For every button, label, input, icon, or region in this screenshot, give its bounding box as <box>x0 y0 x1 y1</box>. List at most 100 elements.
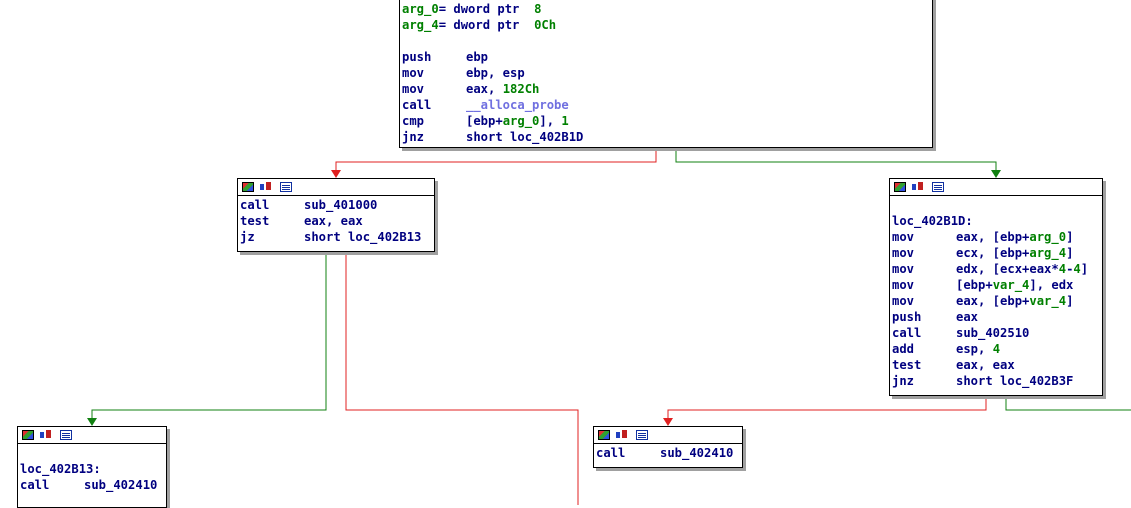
instruction-operand: ebp <box>466 50 489 64</box>
instruction-mnemonic: mov <box>402 66 425 80</box>
edge-false-right-to-bottom-mid <box>667 396 987 420</box>
numeric-constant: 182Ch <box>502 82 540 96</box>
node-bottom-left[interactable]: loc_402B13:call sub_402410 <box>17 426 167 508</box>
instruction-mnemonic: call <box>402 98 432 112</box>
instruction-operand: eax, eax <box>956 358 1015 372</box>
rename-icon[interactable] <box>260 182 272 192</box>
local-var-line: arg_0= dword ptr 8 <box>402 1 932 17</box>
instruction-mnemonic: test <box>240 214 270 228</box>
instruction-mnemonic: cmp <box>402 114 425 128</box>
graph-color-icon[interactable] <box>242 182 254 192</box>
instruction-line[interactable]: push eax <box>892 309 1102 325</box>
edge-false-entry-to-left <box>335 148 657 172</box>
listing-icon[interactable] <box>636 430 648 440</box>
instruction-mnemonic: push <box>402 50 432 64</box>
node-header <box>18 427 166 444</box>
rename-icon[interactable] <box>616 430 628 440</box>
instruction-operand: ], <box>539 114 562 128</box>
rename-icon[interactable] <box>912 182 924 192</box>
listing-icon[interactable] <box>932 182 944 192</box>
instruction-line[interactable]: cmp[ebp+arg_0], 1 <box>402 113 932 129</box>
instruction-operand: eax, eax <box>304 214 363 228</box>
variable-reference: arg_4 <box>1029 246 1067 260</box>
instruction-mnemonic: test <box>892 358 922 372</box>
node-header <box>594 427 742 444</box>
instruction-operand: sub_402510 <box>956 326 1030 340</box>
instruction-operand: sub_401000 <box>304 198 378 212</box>
instruction-line[interactable]: mov ebp, esp <box>402 65 932 81</box>
instruction-operand: [ebp+ <box>466 114 503 128</box>
instruction-operand: ] <box>1066 230 1074 244</box>
instruction-line[interactable]: mov eax, 182Ch <box>402 81 932 97</box>
node-header <box>890 179 1102 196</box>
instruction-line[interactable]: call sub_402510 <box>892 325 1102 341</box>
instruction-mnemonic: mov <box>402 82 425 96</box>
instruction-line[interactable]: call__alloca_probe <box>402 97 932 113</box>
instruction-operand: short loc_402B1D <box>466 130 584 144</box>
listing-icon[interactable] <box>60 430 72 440</box>
instruction-mnemonic: jnz <box>402 130 425 144</box>
graph-color-icon[interactable] <box>894 182 906 192</box>
numeric-constant: 4 <box>1073 262 1081 276</box>
instruction-operand: eax <box>956 310 979 324</box>
instruction-line[interactable]: jnz short loc_402B1D <box>402 129 932 145</box>
code-label[interactable]: loc_402B13: <box>20 461 166 477</box>
edge-false-left-down <box>345 252 579 505</box>
edge-arrowhead <box>663 418 673 426</box>
instruction-mnemonic: call <box>596 446 626 460</box>
instruction-line[interactable]: test eax, eax <box>892 357 1102 373</box>
edge-arrowhead <box>331 170 341 178</box>
instruction-line[interactable]: mov[ebp+var_4], edx <box>892 277 1102 293</box>
blank-line <box>892 197 1102 213</box>
local-var-offset: 8 <box>534 2 542 16</box>
code-label[interactable]: loc_402B1D: <box>892 213 1102 229</box>
edge-true-right-offscreen <box>1005 396 1131 411</box>
instruction-operand: esp, <box>956 342 993 356</box>
local-var-type: = dword ptr <box>438 2 535 16</box>
instruction-operand: ebp, esp <box>466 66 525 80</box>
instruction-line[interactable]: add esp, 4 <box>892 341 1102 357</box>
instruction-line[interactable]: call sub_401000 <box>240 197 434 213</box>
instruction-operand: ] <box>1066 246 1074 260</box>
instruction-mnemonic: push <box>892 310 922 324</box>
numeric-constant: 4 <box>992 342 1001 356</box>
instruction-mnemonic: call <box>240 198 270 212</box>
instruction-line[interactable]: call sub_402410 <box>20 477 166 493</box>
instruction-mnemonic: call <box>20 478 50 492</box>
instruction-mnemonic: call <box>892 326 922 340</box>
edge-arrowhead <box>991 170 1001 178</box>
instruction-operand: sub_402410 <box>84 478 158 492</box>
instruction-operand: ecx, [ebp+ <box>956 246 1030 260</box>
node-header <box>238 179 434 196</box>
variable-reference: var_4 <box>992 278 1030 292</box>
node-bottom-left-code: loc_402B13:call sub_402410 <box>18 444 166 493</box>
instruction-operand: eax, [ebp+ <box>956 294 1030 308</box>
instruction-line[interactable]: test eax, eax <box>240 213 434 229</box>
instruction-mnemonic: add <box>892 342 915 356</box>
label-text: loc_402B1D: <box>892 214 973 228</box>
graph-color-icon[interactable] <box>598 430 610 440</box>
rename-icon[interactable] <box>40 430 52 440</box>
local-var-name: arg_4 <box>402 18 439 32</box>
instruction-mnemonic: jz <box>240 230 255 244</box>
edge-arrowhead <box>87 418 97 426</box>
numeric-constant: 1 <box>561 114 569 128</box>
instruction-line[interactable]: push ebp <box>402 49 932 65</box>
blank-line <box>402 33 932 49</box>
listing-icon[interactable] <box>280 182 292 192</box>
instruction-operand: eax, <box>466 82 503 96</box>
graph-color-icon[interactable] <box>22 430 34 440</box>
